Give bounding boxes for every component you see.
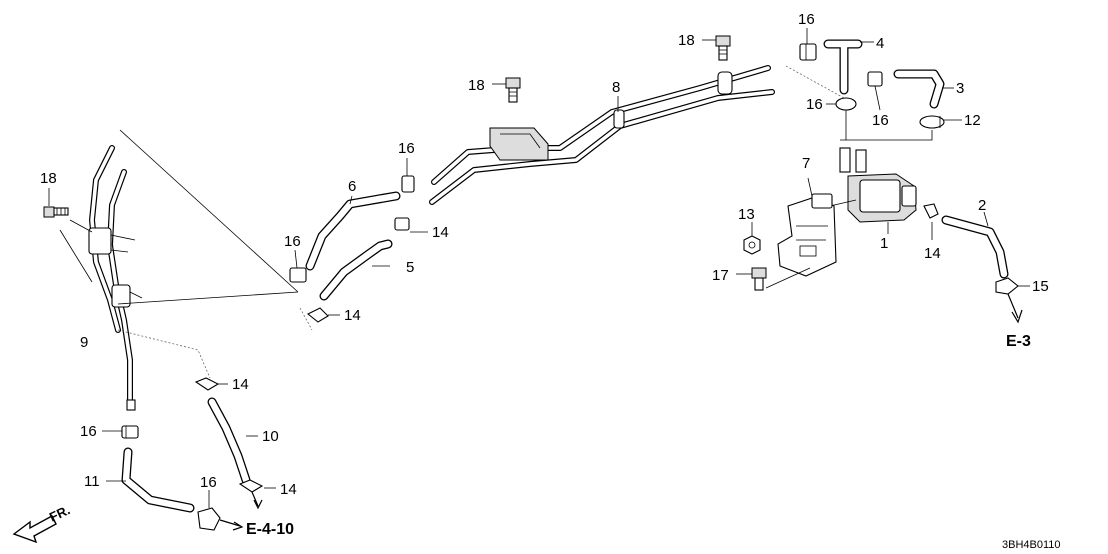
clip-14-lower bbox=[238, 479, 264, 510]
label-part-15: 15 bbox=[1032, 278, 1049, 295]
hose-5 bbox=[319, 239, 393, 301]
clip-14-mid bbox=[394, 217, 410, 231]
label-part-7: 7 bbox=[802, 155, 810, 172]
front-direction-label: FR. bbox=[47, 502, 72, 524]
label-part-9: 9 bbox=[80, 334, 88, 351]
bolt-18-left bbox=[43, 206, 69, 218]
bracket-7 bbox=[777, 193, 837, 277]
label-part-1: 1 bbox=[880, 235, 888, 252]
hose-10 bbox=[207, 397, 251, 485]
clip-14-upper bbox=[194, 377, 228, 391]
label-part-14-lower-mid: 14 bbox=[344, 307, 361, 324]
label-part-16-top: 16 bbox=[798, 11, 815, 28]
clip-14-lower-mid bbox=[306, 307, 329, 323]
label-part-14-mid: 14 bbox=[432, 224, 449, 241]
clamp-16-right bbox=[867, 71, 883, 111]
label-part-16-upper-mid: 16 bbox=[398, 140, 415, 157]
clamp-16-mid-right bbox=[835, 97, 857, 111]
label-part-3: 3 bbox=[956, 80, 964, 97]
bolt-17 bbox=[751, 267, 767, 291]
pipe-assembly-9 bbox=[88, 145, 143, 411]
label-part-14-right: 14 bbox=[924, 245, 941, 262]
label-part-18-mid: 18 bbox=[468, 77, 485, 94]
label-part-14-upper-left: 14 bbox=[232, 376, 249, 393]
label-part-18-left: 18 bbox=[40, 170, 57, 187]
clamp-16-lower-left bbox=[121, 425, 139, 439]
diagram-code: 3BH4B0110 bbox=[1002, 539, 1061, 551]
label-part-16-right: 16 bbox=[872, 112, 889, 129]
label-part-17: 17 bbox=[712, 267, 729, 284]
label-part-2: 2 bbox=[978, 197, 986, 214]
solenoid-valve-1 bbox=[829, 147, 917, 223]
clamp-16-top bbox=[799, 43, 817, 61]
nut-13 bbox=[743, 235, 761, 255]
clamp-12 bbox=[919, 115, 945, 129]
hose-11 bbox=[121, 447, 195, 513]
label-part-16-mid-right: 16 bbox=[806, 96, 823, 113]
reference-e-3[interactable]: E-3 bbox=[1006, 333, 1031, 350]
label-part-16-lower-mid: 16 bbox=[284, 233, 301, 250]
label-part-8: 8 bbox=[612, 79, 620, 96]
label-part-13: 13 bbox=[738, 206, 755, 223]
label-part-18-top: 18 bbox=[678, 32, 695, 49]
bolt-18-top-right bbox=[715, 35, 731, 61]
label-part-4: 4 bbox=[876, 35, 884, 52]
clamp-15 bbox=[995, 277, 1023, 324]
label-part-16-bottom: 16 bbox=[200, 474, 217, 491]
clamp-16-upper-mid bbox=[401, 175, 415, 193]
clip-14-right bbox=[923, 203, 939, 219]
label-part-12: 12 bbox=[964, 112, 981, 129]
label-part-14-lower-left: 14 bbox=[280, 481, 297, 498]
pipe-assembly-8 bbox=[429, 65, 775, 205]
hose-3 bbox=[893, 69, 945, 109]
clamp-16-lower-mid bbox=[289, 267, 307, 283]
reference-e-4-10[interactable]: E-4-10 bbox=[246, 521, 294, 538]
hose-2 bbox=[941, 215, 1009, 279]
hose-6 bbox=[305, 191, 401, 271]
label-part-16-lower-left: 16 bbox=[80, 423, 97, 440]
label-part-6: 6 bbox=[348, 178, 356, 195]
front-arrow-icon bbox=[12, 515, 57, 544]
label-part-10: 10 bbox=[262, 428, 279, 445]
bolt-18-top-left bbox=[505, 77, 521, 103]
label-part-5: 5 bbox=[406, 259, 414, 276]
label-part-11: 11 bbox=[84, 473, 100, 490]
clamp-16-bottom bbox=[197, 507, 244, 531]
hose-4 bbox=[823, 39, 863, 95]
